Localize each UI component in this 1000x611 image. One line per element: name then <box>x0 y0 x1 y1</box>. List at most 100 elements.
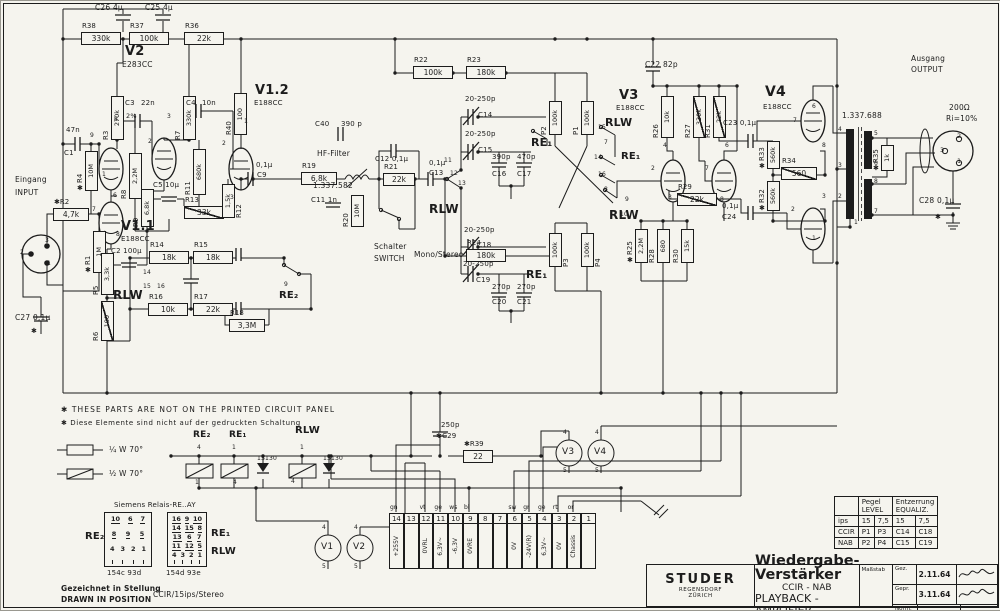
label: 390 p <box>341 120 363 128</box>
label: 7 <box>604 139 609 146</box>
label: 6 <box>874 160 879 167</box>
label: Ausgang <box>911 54 946 63</box>
label: 1 <box>232 444 237 451</box>
label: 10 <box>620 211 629 218</box>
label: C3 <box>125 99 135 107</box>
label: Schalter <box>374 242 407 251</box>
label: RE₁ <box>531 136 553 149</box>
output-cable-icon <box>919 128 931 174</box>
diode-icons <box>257 463 335 474</box>
signature-icon <box>958 568 995 578</box>
label: 4 <box>354 524 359 531</box>
label: 270p <box>492 283 511 291</box>
label: 3 <box>668 194 673 201</box>
label: RLW <box>295 425 320 436</box>
drawn-in-position-de: Gezeichnet in Stellung <box>61 584 161 593</box>
label: C18 <box>477 241 492 249</box>
label: 3 <box>167 113 172 120</box>
label: 1 <box>244 118 249 125</box>
label: 20-250p <box>464 226 495 234</box>
label: 5 <box>595 467 600 474</box>
label: OUTPUT <box>911 65 943 74</box>
label: 14 <box>594 154 603 161</box>
approval-row-gepr: Gepr.3.11.64 <box>893 585 997 605</box>
label: 20-250p <box>463 260 494 268</box>
siemens-relay-label: Siemens Relais-RE..AY <box>114 501 196 509</box>
part-R32: 560k✱R32 <box>758 181 780 211</box>
title-block: STUDER REGENSDORF ZÜRICH Wiedergabe-Vers… <box>646 553 998 610</box>
title-line2: CCIR - NAB <box>782 582 832 593</box>
brand-city1: REGENSDORF <box>678 587 723 593</box>
label: 8 <box>822 142 827 149</box>
capacitor-plates <box>33 14 961 437</box>
label: 0,1μ <box>256 161 273 169</box>
label: RLW <box>429 202 459 216</box>
part-R4: 10M✱R4 <box>76 151 98 191</box>
label: C21 <box>517 298 532 306</box>
label: 7 <box>793 117 798 124</box>
label: 3 <box>45 237 50 244</box>
label: C22 82p <box>645 60 678 69</box>
drawn-in-position-en: DRAWN IN POSITION <box>61 595 152 604</box>
relay-label-rlw: RLW <box>211 546 236 557</box>
label: 10n <box>202 99 216 107</box>
label: C13 <box>429 169 444 177</box>
drawn-config: CCIR/15ips/Stereo <box>153 590 225 599</box>
label: 1 <box>300 444 305 451</box>
title-line1: Wiedergabe-Verstärker <box>755 552 860 584</box>
label: 7 <box>92 206 97 213</box>
label: ✱ <box>935 213 942 221</box>
label: ✱ <box>31 327 38 335</box>
approval-row-gez: Gez.2.11.64 <box>893 565 997 585</box>
label: 2 <box>20 249 25 256</box>
label: 12 <box>450 170 459 177</box>
label: C16 <box>492 170 507 178</box>
label: C25 4μ <box>145 3 173 12</box>
label: 4 <box>197 444 202 451</box>
label: 2% <box>126 112 137 120</box>
label: Mono/Stereo <box>414 250 464 259</box>
label: E188CC <box>121 235 150 243</box>
label: V2 <box>125 44 145 59</box>
label: 2 <box>148 138 153 145</box>
label: 8 <box>604 186 609 193</box>
label: 250p <box>441 421 460 429</box>
label: V3 <box>619 88 639 103</box>
label: Eingang <box>15 175 47 184</box>
label: C14 <box>478 111 493 119</box>
label: ✱C29 <box>436 432 457 440</box>
label: 47n <box>66 126 80 134</box>
label: V1 <box>321 542 334 552</box>
label: C26 4μ <box>95 3 123 12</box>
label: 3 <box>838 162 843 169</box>
label: V1.2 <box>255 83 289 98</box>
label: RE₁ <box>526 268 548 281</box>
label: RE₂ <box>193 430 211 440</box>
label: RE₁ <box>229 430 247 440</box>
label: V4 <box>765 84 786 100</box>
label: 2 <box>222 140 227 147</box>
relay-coils-icon <box>185 463 317 479</box>
label: 3 <box>230 194 235 201</box>
label: 4 <box>663 142 668 149</box>
label: 20-250p <box>465 95 496 103</box>
label: 5 <box>354 563 359 570</box>
label: 2 <box>838 193 843 200</box>
